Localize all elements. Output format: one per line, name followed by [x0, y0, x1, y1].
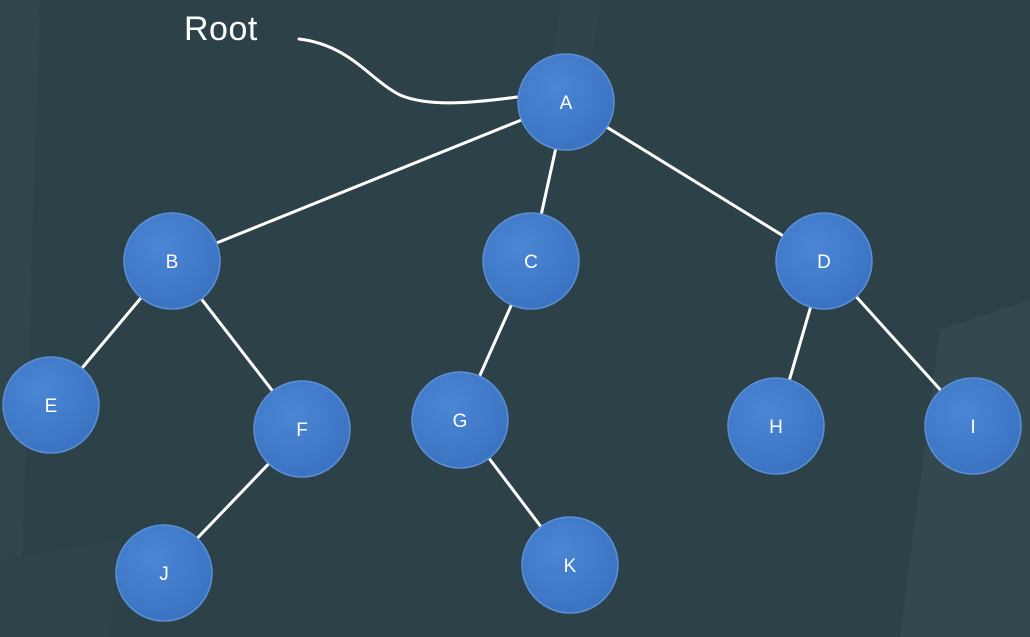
node-circle-c	[482, 212, 580, 310]
node-c: C	[482, 212, 580, 310]
root-label: Root	[184, 10, 258, 48]
node-circle-h	[727, 377, 825, 475]
node-circle-f	[253, 380, 351, 478]
node-j: J	[115, 524, 213, 622]
node-circle-a	[517, 53, 615, 151]
edge-b-e	[80, 296, 143, 370]
node-circle-j	[115, 524, 213, 622]
node-label-e: E	[45, 396, 58, 417]
node-label-h: H	[769, 417, 783, 438]
node-d: D	[775, 212, 873, 310]
node-i: I	[924, 377, 1022, 475]
node-label-a: A	[560, 93, 573, 114]
node-h: H	[727, 377, 825, 475]
node-circle-i	[924, 377, 1022, 475]
node-circle-d	[775, 212, 873, 310]
node-label-d: D	[817, 252, 831, 273]
node-a: A	[517, 53, 615, 151]
node-e: E	[2, 356, 100, 454]
node-circle-b	[123, 212, 221, 310]
node-g: G	[411, 371, 509, 469]
node-circle-e	[2, 356, 100, 454]
node-label-k: K	[564, 556, 577, 577]
node-circle-g	[411, 371, 509, 469]
node-b: B	[123, 212, 221, 310]
node-circle-k	[521, 516, 619, 614]
edge-d-i	[854, 295, 943, 392]
edge-a-c	[539, 147, 558, 216]
node-label-j: J	[159, 564, 169, 585]
node-label-c: C	[524, 252, 538, 273]
edge-b-f	[199, 297, 275, 393]
root-pointer-curve	[297, 37, 519, 105]
edge-a-b	[215, 118, 523, 245]
node-label-f: F	[296, 420, 308, 441]
edge-f-j	[195, 462, 271, 540]
edge-a-d	[605, 125, 785, 238]
edge-g-k	[487, 456, 543, 529]
node-label-b: B	[166, 252, 179, 273]
node-label-g: G	[453, 411, 468, 432]
edge-c-g	[478, 303, 513, 378]
node-f: F	[253, 380, 351, 478]
node-k: K	[521, 516, 619, 614]
node-label-i: I	[970, 417, 975, 438]
edge-d-h	[787, 305, 813, 382]
